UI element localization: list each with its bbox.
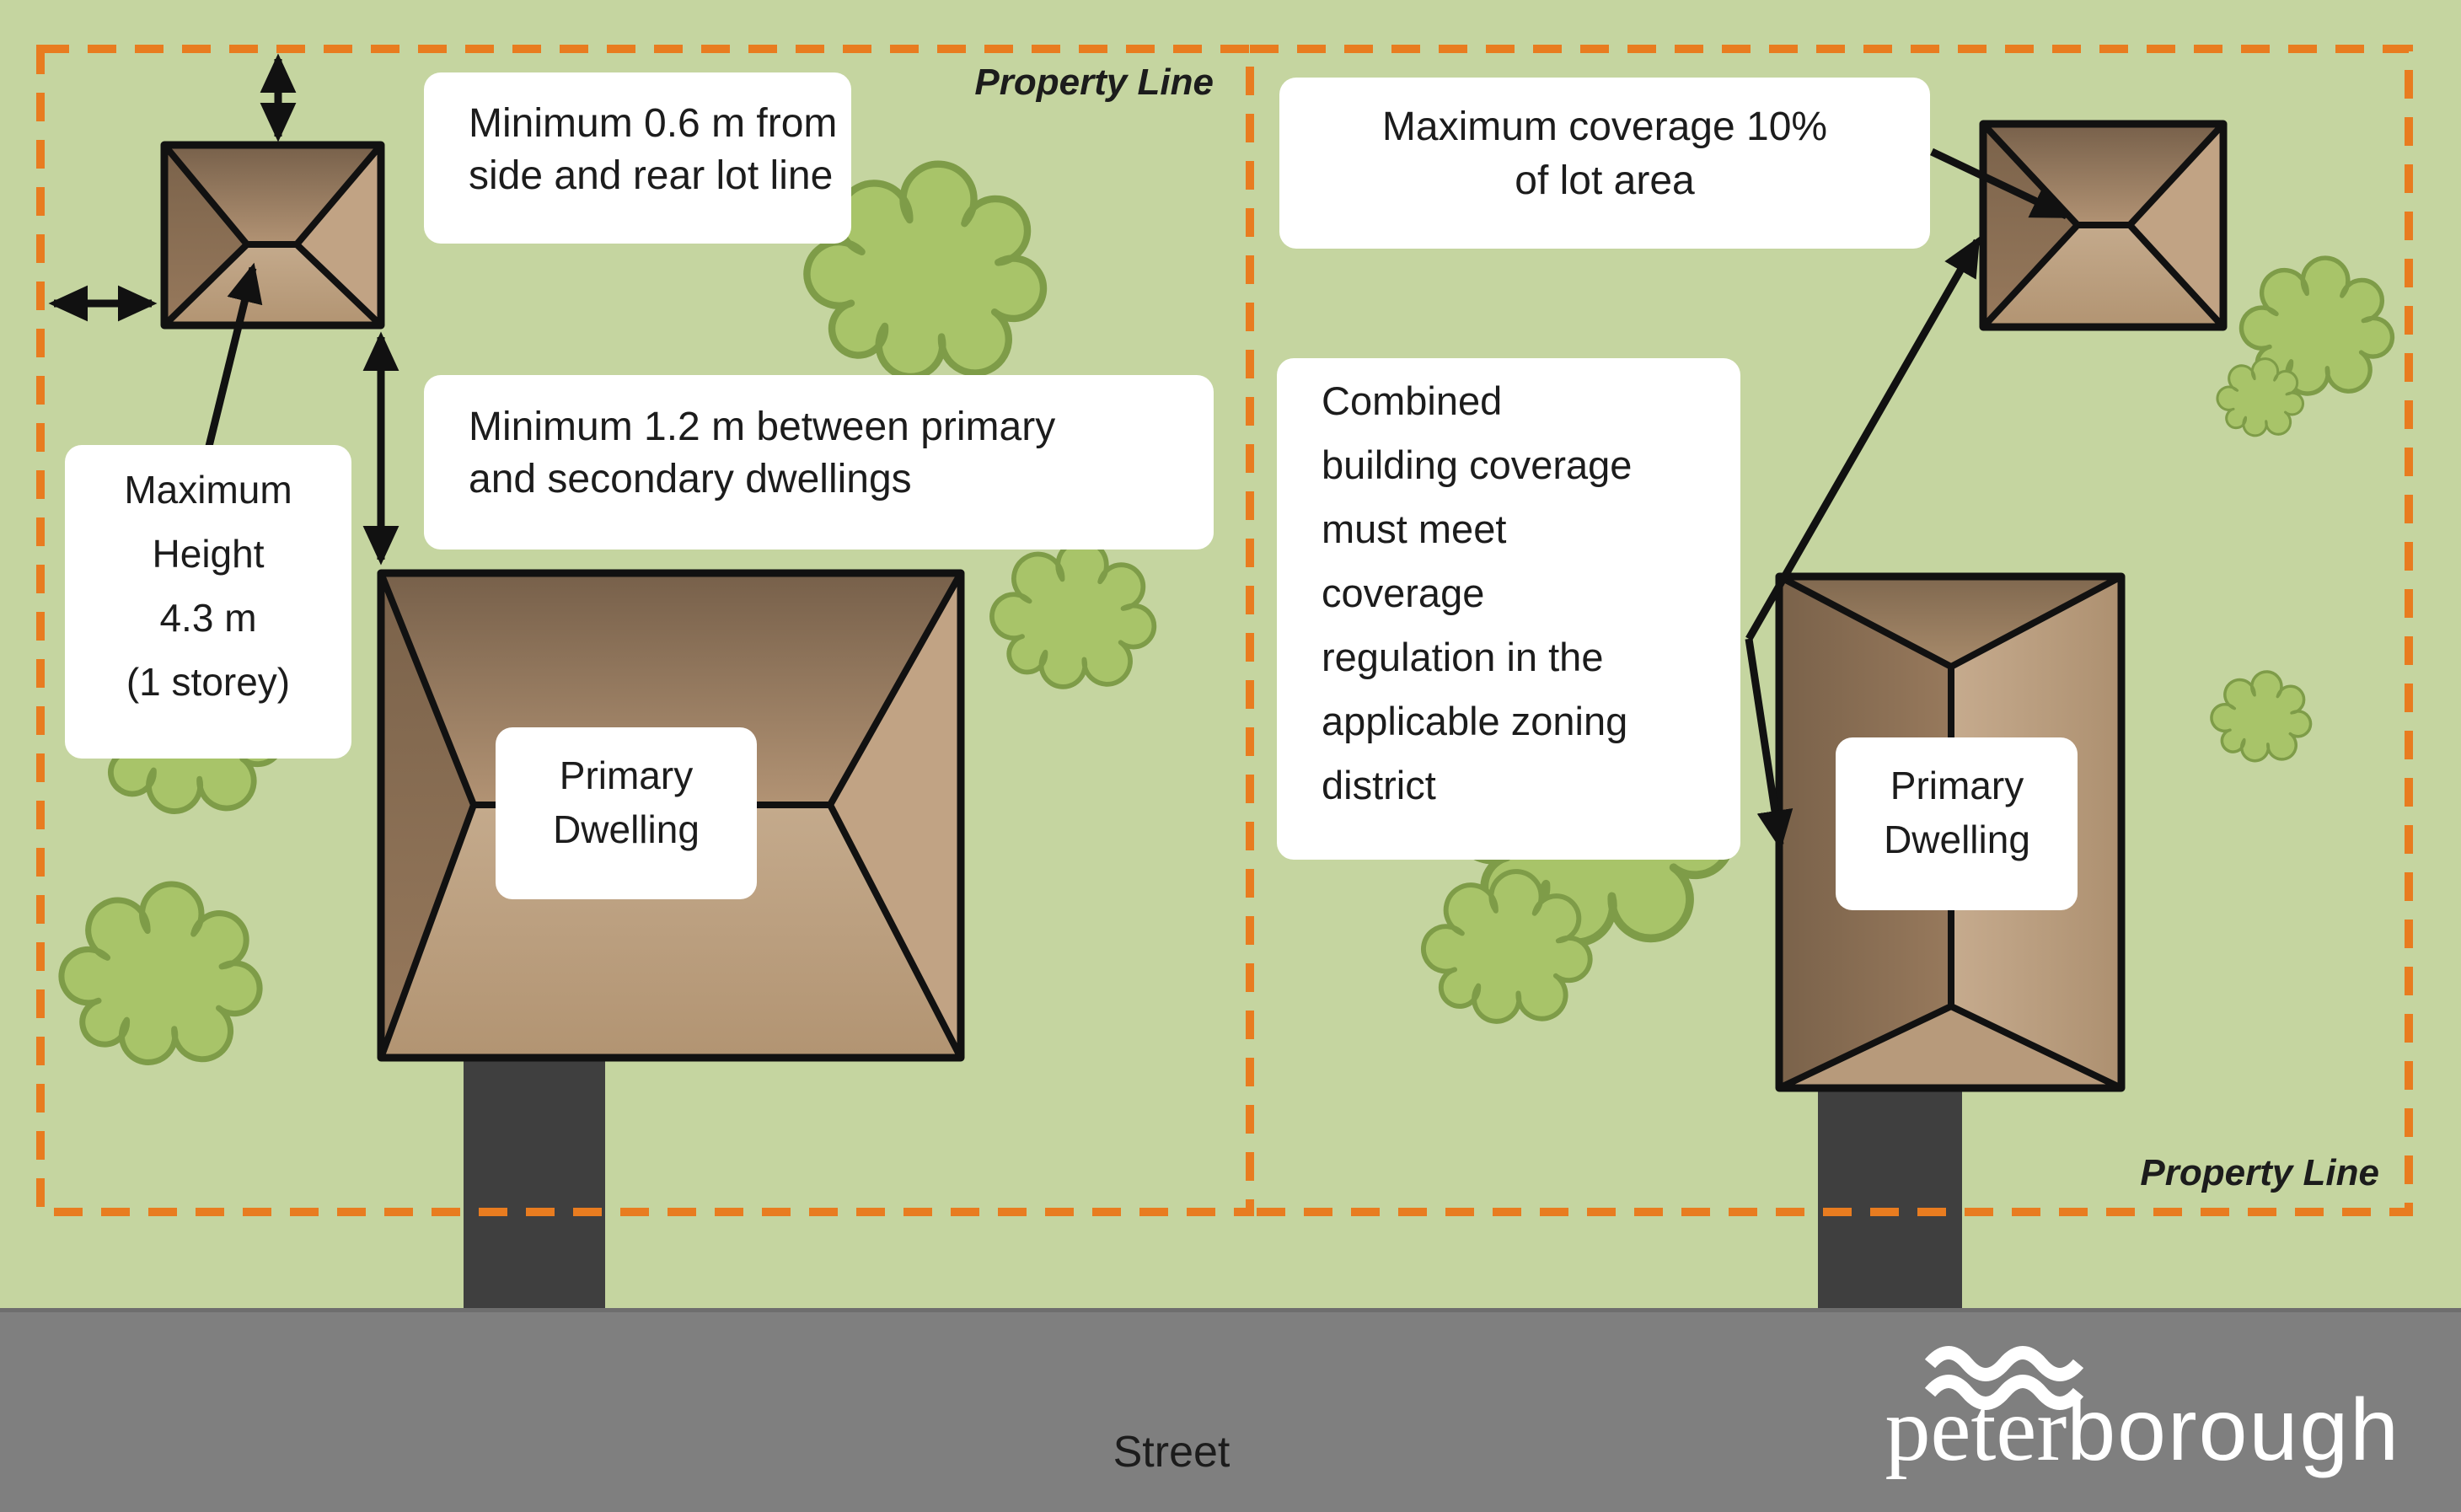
max-height-line: Maximum: [124, 468, 292, 512]
right-primary-dwelling-label: Primary Dwelling: [1836, 737, 2078, 910]
max-coverage-line: of lot area: [1515, 158, 1695, 203]
separation-callout-line: and secondary dwellings: [469, 457, 912, 501]
max-coverage-line: Maximum coverage 10%: [1382, 105, 1827, 149]
separation-callout: Minimum 1.2 m between primary and second…: [424, 375, 1214, 550]
setback-callout-line: Minimum 0.6 m from: [469, 101, 837, 146]
primary-dwelling-line: Dwelling: [1884, 818, 2030, 861]
combined-coverage-line: district: [1322, 763, 1436, 807]
peterborough-logo: peterborough: [1885, 1346, 2400, 1480]
combined-coverage-pointer-primary-icon: [1745, 638, 1793, 850]
logo-wordmark: peterborough: [1885, 1380, 2400, 1480]
separation-callout-line: Minimum 1.2 m between primary: [469, 405, 1055, 449]
street-label: Street: [1113, 1428, 1230, 1477]
logo-word-sans: borough: [2067, 1381, 2400, 1479]
max-height-line: 4.3 m: [159, 596, 256, 640]
combined-coverage-line: must meet: [1322, 507, 1506, 551]
max-coverage-pointer-icon: [1930, 147, 2072, 220]
max-height-line: (1 storey): [126, 660, 290, 704]
combined-coverage-line: building coverage: [1322, 442, 1632, 487]
combined-coverage-line: regulation in the: [1322, 635, 1603, 679]
left-secondary-dwelling: [160, 141, 385, 330]
setback-callout: Minimum 0.6 m from side and rear lot lin…: [424, 72, 851, 244]
callout-labels: Minimum 0.6 m from side and rear lot lin…: [65, 72, 2078, 910]
primary-dwelling-line: Dwelling: [553, 807, 700, 851]
right-secondary-dwelling: [1979, 120, 2228, 331]
logo-word-serif: peter: [1885, 1380, 2067, 1480]
primary-dwelling-line: Primary: [1890, 764, 2024, 807]
left-lot-property-line: [36, 45, 1254, 1216]
street: Street: [0, 1308, 2461, 1512]
max-height-line: Height: [153, 532, 265, 576]
annotation-arrows: [48, 53, 2072, 850]
combined-coverage-line: applicable zoning: [1322, 699, 1627, 743]
property-lines: [36, 45, 2413, 1216]
max-height-callout: Maximum Height 4.3 m (1 storey): [65, 445, 351, 759]
combined-coverage-line: Combined: [1322, 378, 1502, 423]
right-lot-property-line: [1250, 45, 2413, 1216]
property-line-caption-top: Property Line: [974, 62, 1214, 103]
combined-coverage-line: coverage: [1322, 571, 1484, 615]
setback-callout-line: side and rear lot line: [469, 153, 833, 198]
max-coverage-callout: Maximum coverage 10% of lot area: [1279, 78, 1930, 249]
waves-icon: [1924, 1346, 2084, 1410]
primary-dwelling-line: Primary: [560, 753, 693, 797]
property-line-caption-bottom: Property Line: [2140, 1152, 2379, 1193]
combined-coverage-pointer-secondary-icon: [1745, 236, 1981, 641]
left-primary-dwelling-label: Primary Dwelling: [496, 727, 757, 899]
combined-coverage-callout: Combined building coverage must meet cov…: [1277, 358, 1740, 860]
